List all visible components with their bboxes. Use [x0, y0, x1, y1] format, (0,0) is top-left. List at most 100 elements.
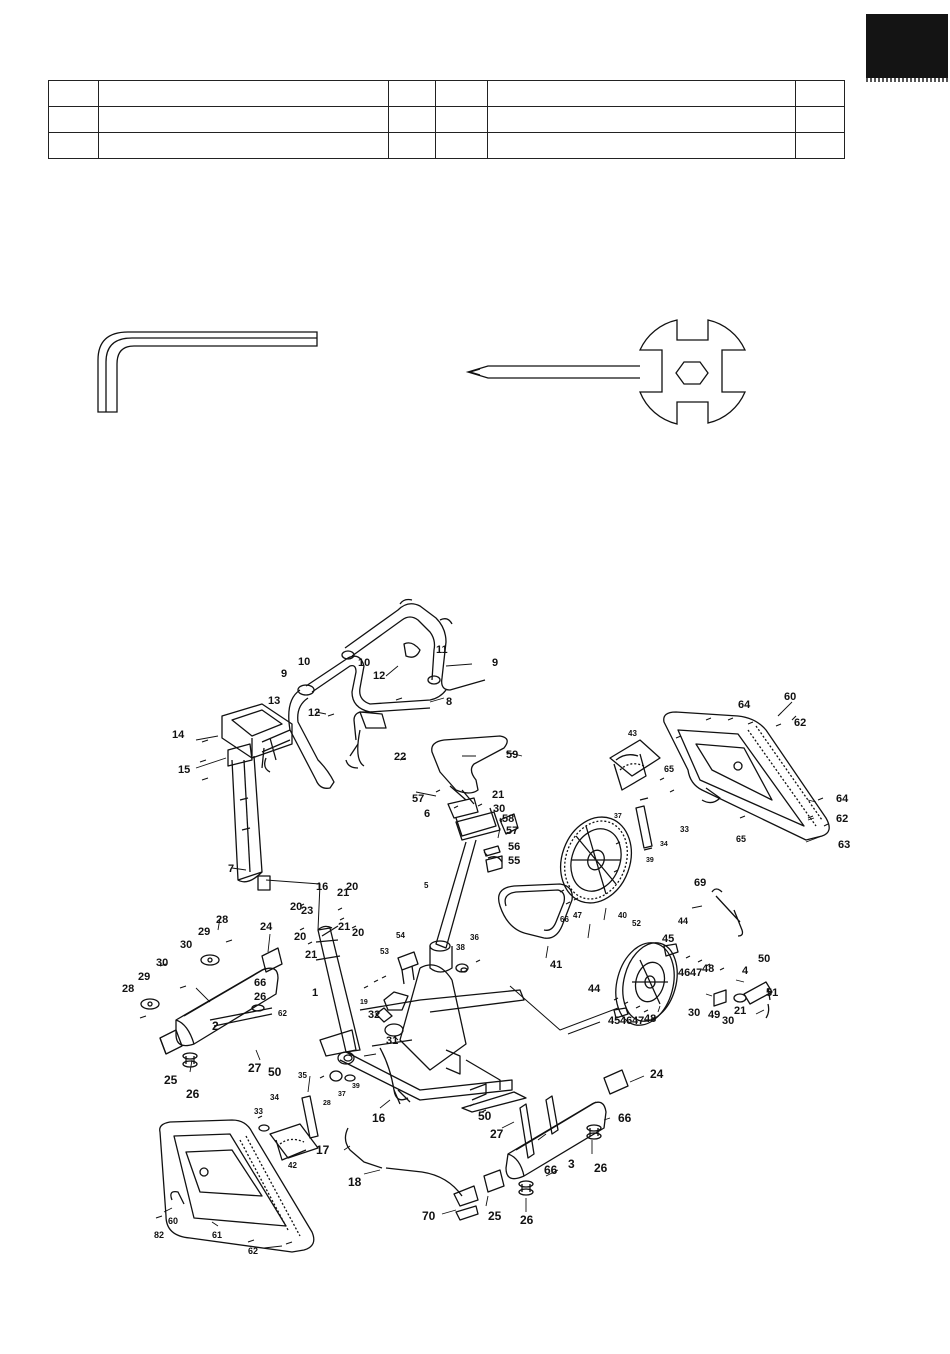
- callout-label: 5: [424, 881, 429, 890]
- callout-label: 41: [550, 959, 562, 971]
- callout-label: 50: [758, 953, 770, 965]
- callout-label: 23: [301, 905, 313, 917]
- callout-label: 2: [212, 1019, 219, 1033]
- callout-label: 32: [368, 1009, 380, 1021]
- multi-wrench-screwdriver-icon: [465, 319, 747, 425]
- callout-label: 39: [646, 857, 654, 864]
- callout-label: 36: [470, 933, 479, 942]
- callout-label: 10: [298, 656, 310, 668]
- callout-label: 26: [594, 1161, 608, 1175]
- callout-label: 30: [493, 803, 505, 815]
- callout-label: 15: [178, 764, 190, 776]
- callout-label: 47: [573, 911, 582, 920]
- main-frame: [315, 925, 527, 1113]
- flywheel: [560, 816, 632, 904]
- callout-label: 65: [736, 834, 746, 844]
- callout-label: 31: [386, 1035, 398, 1047]
- table-cell: [435, 132, 488, 159]
- callout-label: 9: [281, 668, 287, 680]
- callout-label: 70: [422, 1209, 436, 1223]
- callout-label: 33: [680, 825, 689, 834]
- callout-label: 33: [254, 1107, 263, 1116]
- callout-label: 46: [620, 1015, 632, 1027]
- left-chain-cover: [159, 1119, 315, 1253]
- callout-label: 27: [248, 1061, 262, 1075]
- callout-label: 48: [702, 963, 714, 975]
- callout-label: 20: [352, 927, 364, 939]
- handlebar-assembly: [288, 598, 486, 789]
- callout-label: 13: [268, 695, 280, 707]
- callout-label: 21: [305, 949, 317, 961]
- screws: [139, 697, 829, 1245]
- assembly-guide-lines: [265, 879, 619, 1035]
- callout-label: 30: [156, 957, 168, 969]
- left-crank-pedal: [269, 1095, 319, 1161]
- callout-label: 49: [708, 1009, 720, 1021]
- callout-label: 30: [180, 939, 192, 951]
- callout-label: 44: [678, 916, 688, 926]
- callout-label: 18: [348, 1175, 362, 1189]
- rear-stabilizer: [483, 1069, 629, 1196]
- callout-label: 57: [412, 793, 424, 805]
- bike-parts-linework: [139, 598, 830, 1253]
- callout-label: 54: [396, 931, 405, 940]
- right-crank-pedal: [609, 739, 661, 851]
- callout-label: 60: [784, 691, 796, 703]
- callout-label: 38: [456, 943, 465, 952]
- callout-label: 62: [836, 813, 848, 825]
- callout-label: 37: [614, 813, 622, 820]
- table-cell: [795, 80, 845, 107]
- table-cell: [388, 132, 436, 159]
- callout-label: 24: [260, 921, 273, 933]
- callout-label: 42: [288, 1161, 297, 1170]
- table-cell: [435, 80, 488, 107]
- table-row: [48, 132, 845, 159]
- callout-label: 82: [154, 1230, 164, 1240]
- magnetic-wheel: [615, 942, 678, 1026]
- callout-label: 19: [360, 999, 368, 1006]
- callout-label: 20: [346, 881, 358, 893]
- callout-label: 45: [662, 933, 674, 945]
- callout-label: 50: [268, 1065, 282, 1079]
- callout-label: 22: [394, 751, 406, 763]
- callout-label: 9: [492, 657, 498, 669]
- callout-label: 66: [560, 915, 569, 924]
- callout-label: 12: [373, 670, 385, 682]
- callout-label: 58: [502, 813, 514, 825]
- callout-label: 25: [488, 1209, 502, 1223]
- callout-label: 48: [644, 1013, 656, 1025]
- table-cell: [795, 132, 845, 159]
- callout-label: 29: [138, 971, 150, 983]
- callout-label: 7: [228, 863, 234, 875]
- callout-label: 55: [508, 855, 520, 867]
- callout-label: 3: [568, 1157, 575, 1171]
- callout-label: 47: [690, 967, 702, 979]
- callout-labels: 9 10 10 11 9 12 13 8 12 14 22 15 59 43 6…: [122, 644, 850, 1256]
- callout-label: 62: [278, 1009, 287, 1018]
- table-cell: [98, 106, 389, 133]
- callout-label: 52: [632, 919, 641, 928]
- callout-label: 45: [608, 1015, 620, 1027]
- callout-leaders: [163, 663, 823, 1249]
- callout-label: 30: [722, 1015, 734, 1027]
- callout-label: 66: [618, 1111, 632, 1125]
- callout-label: 29: [198, 926, 210, 938]
- callout-label: 21: [492, 789, 504, 801]
- callout-label: 53: [380, 947, 389, 956]
- callout-label: 47: [632, 1015, 644, 1027]
- callout-label: 39: [352, 1083, 360, 1090]
- parts-list-table: [48, 80, 845, 159]
- callout-label: 14: [172, 729, 185, 741]
- callout-label: 16: [372, 1111, 386, 1125]
- callout-label: 57: [506, 825, 518, 837]
- callout-label: 59: [506, 749, 518, 761]
- callout-label: 64: [738, 699, 751, 711]
- callout-label: 17: [316, 1143, 330, 1157]
- callout-label: 66: [544, 1163, 558, 1177]
- callout-label: 28: [323, 1100, 331, 1107]
- callout-label: 50: [478, 1109, 492, 1123]
- callout-label: 61: [212, 1230, 222, 1240]
- callout-label: 20: [290, 901, 302, 913]
- callout-label: 28: [216, 914, 228, 926]
- callout-label: 26: [186, 1087, 200, 1101]
